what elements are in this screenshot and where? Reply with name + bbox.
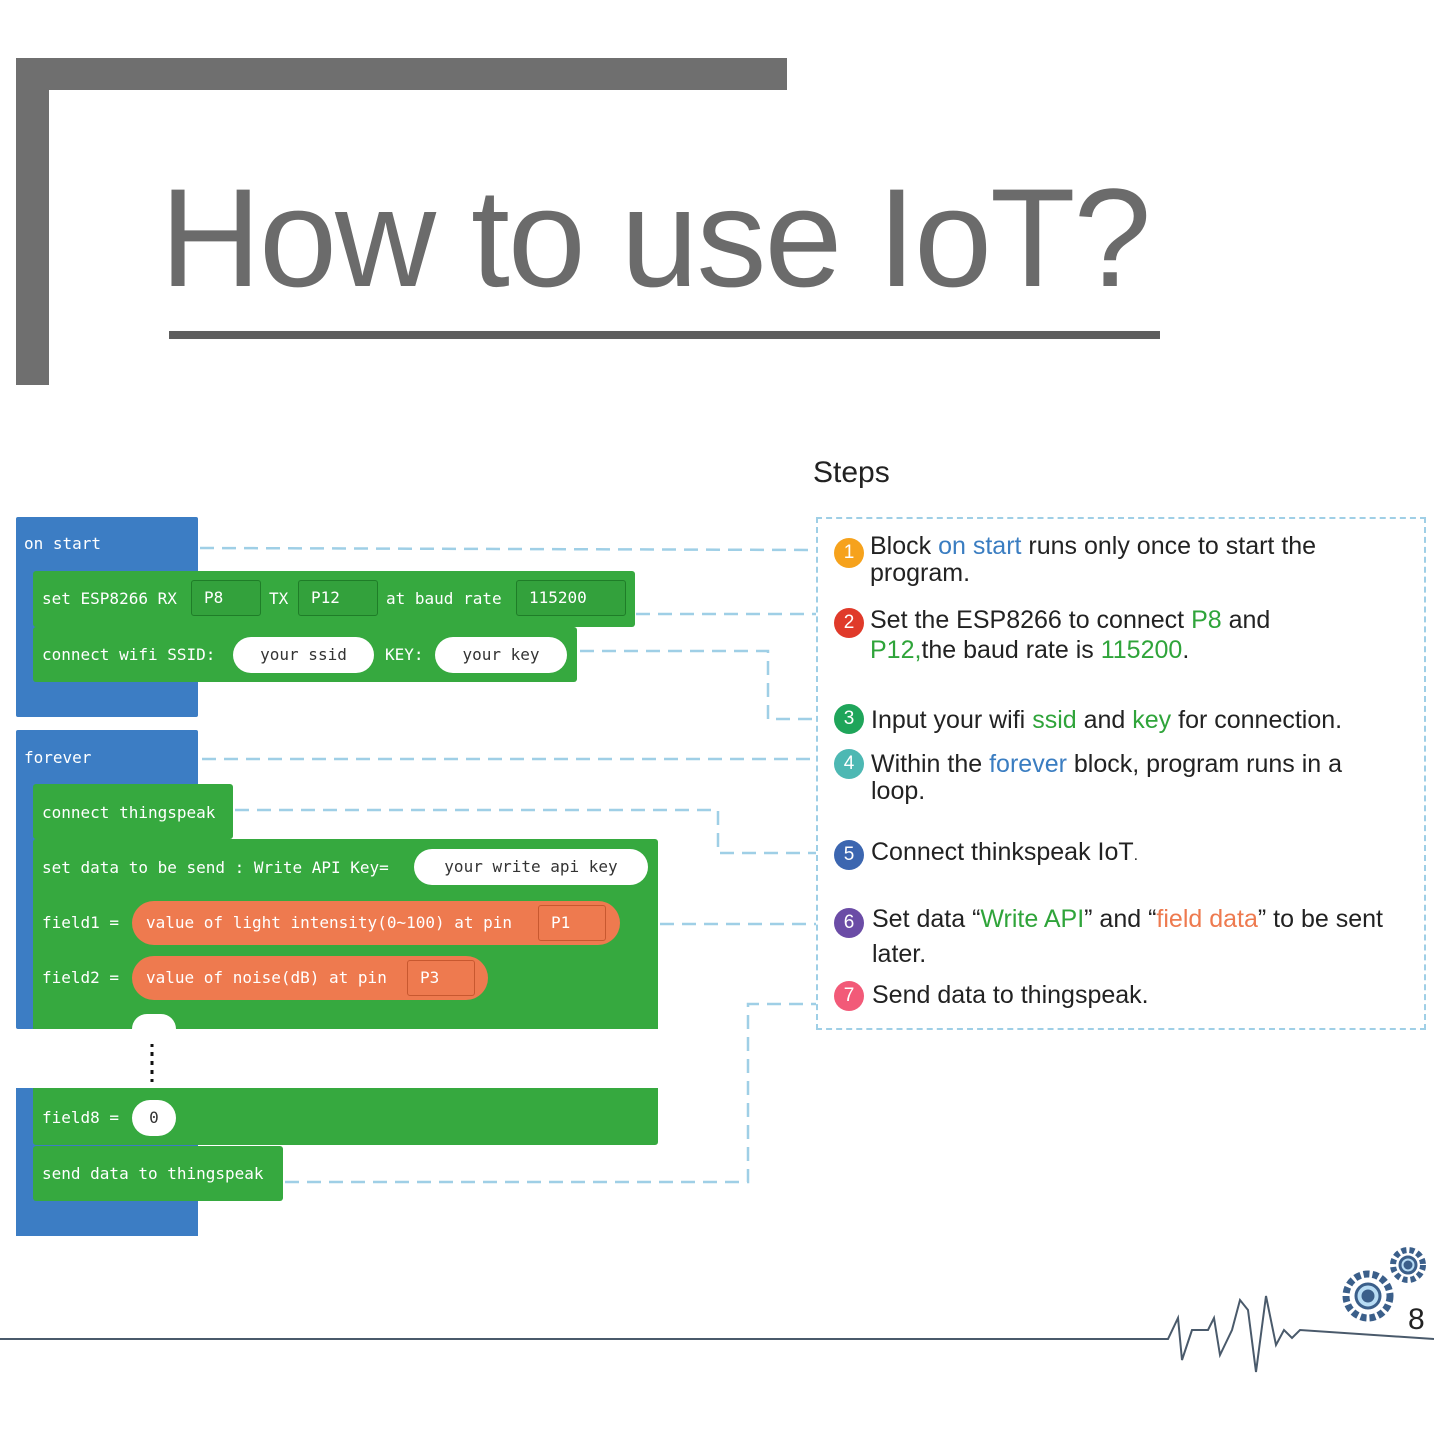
title-frame-top [16, 58, 787, 90]
set-data-block[interactable]: set data to be send : Write API Key= you… [33, 839, 658, 1044]
light-intensity-label: value of light intensity(0~100) at pin [146, 913, 513, 932]
tx-pin-dropdown[interactable]: P12 [298, 580, 378, 616]
step-6-badge: 6 [834, 908, 864, 938]
send-data-block[interactable]: send data to thingspeak [33, 1146, 283, 1201]
steps-box [816, 517, 1426, 1030]
ssid-input[interactable]: your ssid [233, 637, 374, 673]
field2-pin-dropdown[interactable]: P3 [407, 960, 475, 996]
key-input[interactable]: your key [435, 637, 567, 673]
set-esp8266-block[interactable]: set ESP8266 RX P8 TX P12 at baud rate 11… [33, 571, 635, 627]
steps-heading: Steps [813, 456, 890, 489]
wifi-label: connect wifi SSID: [42, 645, 216, 664]
connector-1 [199, 546, 817, 552]
on-start-label: on start [24, 534, 102, 553]
send-data-label: send data to thingspeak [42, 1164, 264, 1183]
field8-label: field8 = [42, 1108, 120, 1127]
write-api-key-input[interactable]: your write api key [414, 849, 648, 885]
step-5-text: Connect thinkspeak IoT. [871, 838, 1139, 866]
field1-pin-dropdown[interactable]: P1 [538, 905, 606, 941]
step-5-badge: 5 [834, 840, 864, 870]
set-data-label: set data to be send : Write API Key= [42, 858, 389, 877]
step-7-text: Send data to thingspeak. [872, 981, 1149, 1009]
step-2-text: Set the ESP8266 to connect P8 and P12,th… [870, 606, 1271, 664]
connect-thingspeak-label: connect thingspeak [42, 803, 216, 822]
noise-block[interactable]: value of noise(dB) at pin P3 [132, 956, 488, 1000]
connector-7 [285, 1002, 816, 1184]
connect-wifi-block[interactable]: connect wifi SSID: your ssid KEY: your k… [33, 627, 577, 682]
tx-label: TX [269, 589, 289, 608]
connector-3 [580, 649, 816, 721]
connect-thingspeak-block[interactable]: connect thingspeak [33, 784, 233, 839]
field3-value-partial [132, 1014, 176, 1044]
step-1-text: Block on start runs only once to start t… [870, 532, 1317, 587]
step-4-text: Within the forever block, program runs i… [871, 750, 1343, 805]
field2-label: field2 = [42, 968, 120, 987]
step-6-text: Set data “Write API” and “field data” to… [872, 905, 1383, 968]
step-7-badge: 7 [834, 981, 864, 1011]
step-1-badge: 1 [834, 538, 864, 568]
title-frame-left [16, 58, 49, 385]
baud-rate-dropdown[interactable]: 115200 [516, 580, 626, 616]
gears-icon [1342, 1247, 1426, 1322]
step-3-text: Input your wifi ssid and key for connect… [871, 706, 1343, 734]
forever-label: forever [24, 748, 92, 767]
step-2-badge: 2 [834, 608, 864, 638]
set-esp-label: set ESP8266 RX [42, 589, 177, 608]
footer-heartbeat-line [0, 1295, 1434, 1373]
baud-label: at baud rate [386, 589, 502, 608]
page-title: How to use IoT? [160, 159, 1151, 316]
rx-pin-dropdown[interactable]: P8 [191, 580, 261, 616]
title-underline [169, 331, 1160, 339]
field1-label: field1 = [42, 913, 120, 932]
step-4-badge: 4 [834, 749, 864, 779]
light-intensity-block[interactable]: value of light intensity(0~100) at pin P… [132, 901, 620, 945]
page-number: 8 [1408, 1303, 1425, 1336]
step-3-badge: 3 [834, 704, 864, 734]
field8-value-input[interactable]: 0 [132, 1100, 176, 1136]
field8-row[interactable]: field8 = 0 [33, 1088, 658, 1145]
connector-5 [235, 808, 816, 855]
noise-label: value of noise(dB) at pin [146, 968, 387, 987]
key-label: KEY: [385, 645, 424, 664]
